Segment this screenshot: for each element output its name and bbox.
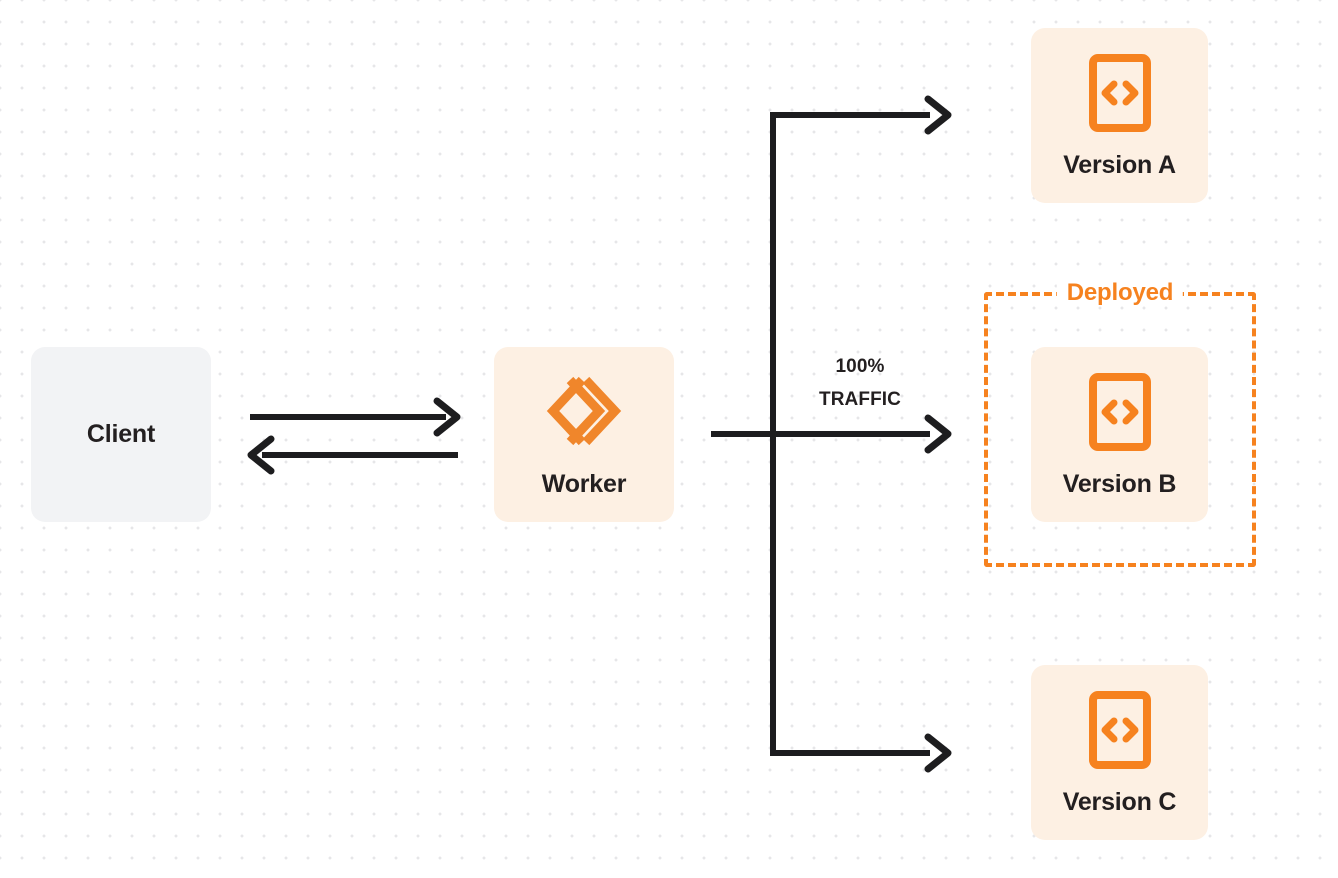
edge-worker-to-version-a [770, 95, 952, 135]
version-b-label: Version B [1062, 469, 1177, 498]
edge-worker-to-client [247, 435, 458, 475]
edge-client-to-worker [250, 397, 461, 437]
edge-worker-trunk [711, 115, 930, 753]
worker-label: Worker [541, 469, 627, 498]
node-client[interactable]: Client [31, 347, 211, 522]
node-version-a[interactable]: Version A [1031, 28, 1208, 203]
version-a-label: Version A [1063, 150, 1176, 179]
code-file-icon [1088, 372, 1152, 456]
traffic-word: TRAFFIC [819, 389, 901, 411]
traffic-percent: 100% [835, 356, 885, 377]
deployed-group-label: Deployed [1056, 281, 1184, 305]
node-worker[interactable]: Worker [494, 347, 674, 522]
node-version-c[interactable]: Version C [1031, 665, 1208, 840]
cloudflare-workers-logo-icon [545, 373, 623, 454]
traffic-label: 100% TRAFFIC [790, 350, 930, 417]
code-file-icon [1088, 53, 1152, 137]
code-file-icon [1088, 690, 1152, 774]
client-label: Client [86, 420, 156, 448]
edge-worker-to-version-c [770, 733, 952, 773]
edge-worker-to-version-b [924, 414, 952, 454]
deployed-group: Deployed [984, 281, 1256, 567]
version-c-label: Version C [1062, 787, 1177, 816]
node-version-b[interactable]: Version B [1031, 347, 1208, 522]
